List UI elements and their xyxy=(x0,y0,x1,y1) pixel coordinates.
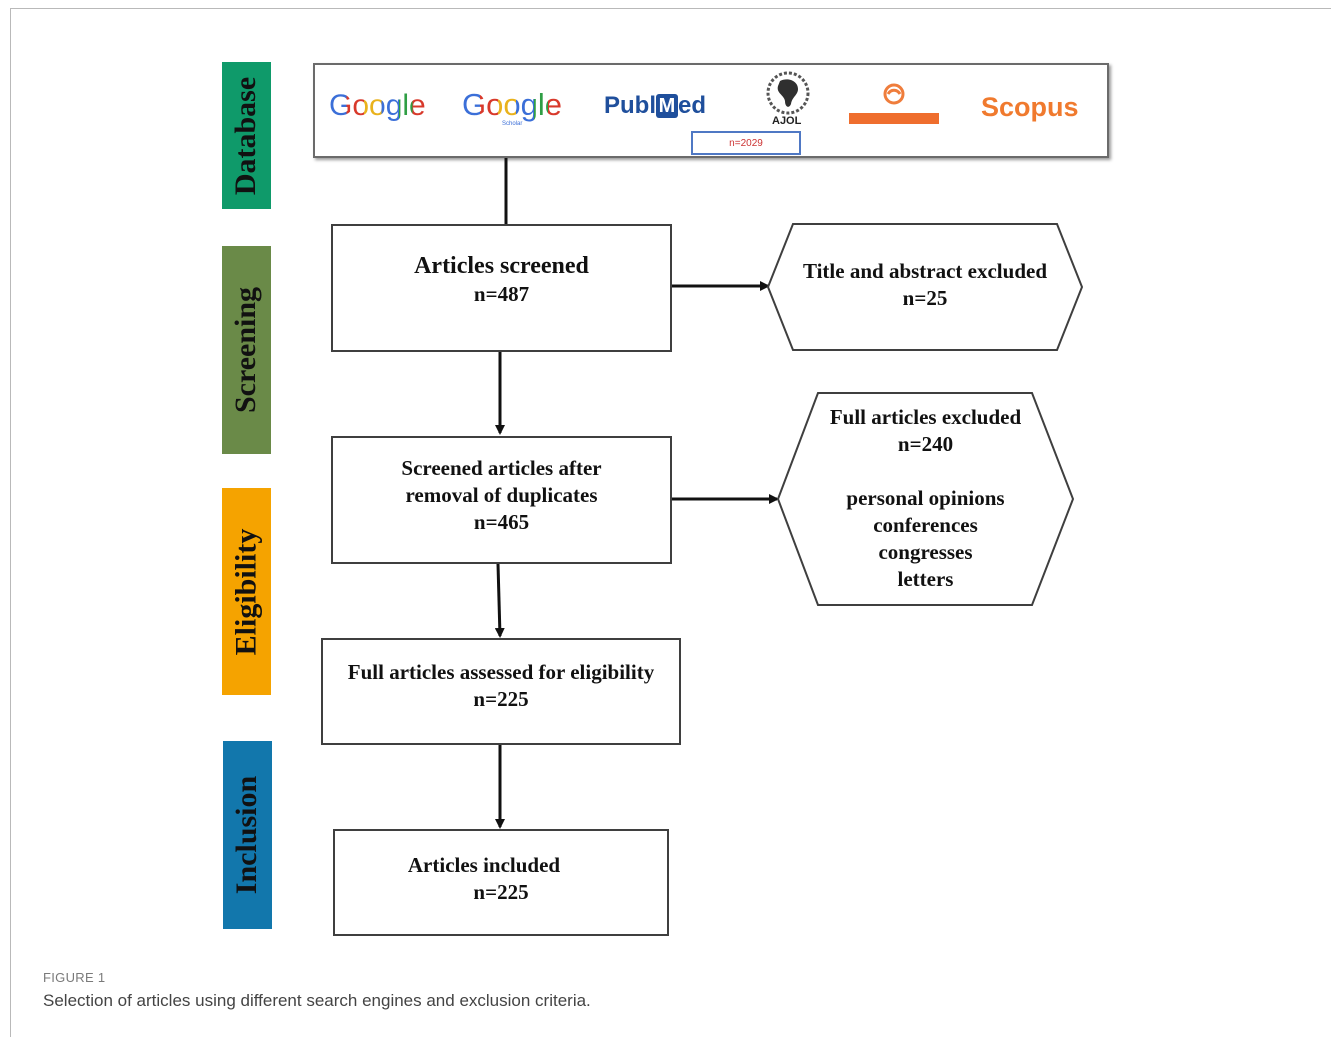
stage-screening: Screening xyxy=(222,246,271,454)
box-articles-included: Articles included n=225 xyxy=(333,829,669,936)
box-included-count: n=225 xyxy=(473,879,529,904)
box-dedup-line2: removal of duplicates xyxy=(405,482,598,507)
full-excluded-reason: letters xyxy=(897,567,954,591)
box-articles-screened: Articles screened n=487 xyxy=(331,224,672,352)
full-excluded-title: Full articles excluded xyxy=(829,405,1022,429)
box-dedup-count: n=465 xyxy=(473,509,530,534)
hexagon-full-excluded xyxy=(776,392,1075,606)
full-articles-excluded-text: Full articles excluded n=240 personal op… xyxy=(778,404,1073,593)
box-screened-after-duplicates: Screened articles after removal of dupli… xyxy=(331,436,672,564)
arrow-dedup-to-assessed xyxy=(494,563,505,638)
hexagon-title-excluded xyxy=(766,223,1084,351)
stage-database: Database xyxy=(222,62,271,209)
full-excluded-count: n=240 xyxy=(897,432,954,456)
google-scholar-logo: Google Scholar xyxy=(462,87,562,127)
figure-frame xyxy=(10,8,1331,1037)
ajol-logo: AJOL xyxy=(758,71,818,127)
stage-eligibility: Eligibility xyxy=(222,488,271,695)
box-dedup-line1: Screened articles after xyxy=(401,455,602,480)
figure-label: FIGURE 1 xyxy=(43,970,106,985)
pubmed-logo: Publ M ed xyxy=(604,92,707,119)
database-panel: Google Google Scholar Publ M ed AJOL Sco… xyxy=(313,63,1109,158)
database-total-badge: n=2029 xyxy=(691,131,801,155)
title-abstract-excluded-count: n=25 xyxy=(902,286,948,310)
stage-inclusion: Inclusion xyxy=(223,741,272,929)
scopus-logo: Scopus xyxy=(981,92,1079,122)
sciencedirect-logo xyxy=(849,83,939,127)
full-excluded-reason: congresses xyxy=(878,540,973,564)
full-excluded-reason: personal opinions xyxy=(846,486,1005,510)
box-included-title: Articles included xyxy=(407,852,561,877)
title-abstract-excluded-title: Title and abstract excluded xyxy=(802,259,1048,283)
box-articles-screened-count: n=487 xyxy=(473,281,530,306)
full-excluded-reason: conferences xyxy=(873,513,978,537)
box-articles-screened-title: Articles screened xyxy=(414,252,589,279)
pubmed-m-icon: M xyxy=(656,94,678,118)
google-logo: Google xyxy=(329,89,426,122)
box-full-articles-assessed: Full articles assessed for eligibility n… xyxy=(321,638,681,745)
google-scholar-sub: Scholar xyxy=(502,121,523,127)
box-assessed-count: n=225 xyxy=(473,686,529,711)
figure-caption: Selection of articles using different se… xyxy=(43,991,591,1010)
title-abstract-excluded-text: Title and abstract excluded n=25 xyxy=(768,258,1082,312)
box-assessed-title: Full articles assessed for eligibility xyxy=(347,659,655,684)
